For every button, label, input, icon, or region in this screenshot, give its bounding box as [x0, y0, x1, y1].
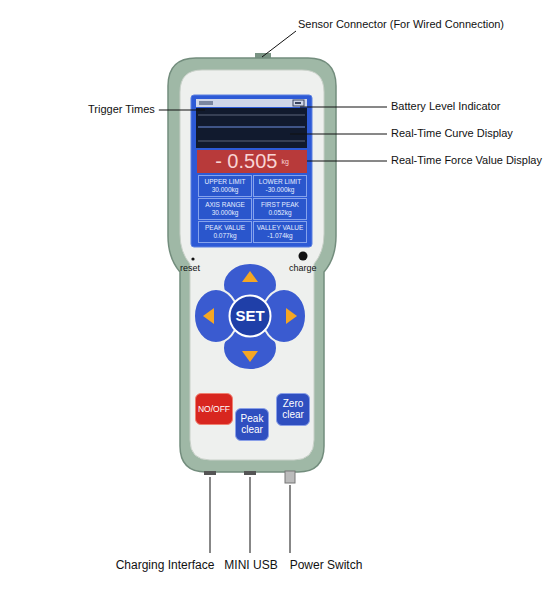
trigger-counter	[199, 101, 213, 105]
button-text: LOWER LIMIT	[259, 179, 301, 186]
curve-gridline	[198, 141, 305, 142]
button-text: PEAK VALUE	[205, 225, 245, 232]
curve-gridline	[198, 115, 305, 116]
device-face	[180, 70, 324, 460]
callout-label: MINI USB	[224, 559, 277, 573]
leader-line	[290, 485, 291, 553]
callout-label: Real-Time Force Value Display	[391, 154, 542, 167]
arrow-down	[242, 351, 258, 362]
button-text: Zero clear	[279, 399, 307, 420]
leader-line	[250, 477, 251, 553]
value-text: -1.074kg	[267, 233, 292, 240]
charge-led	[299, 252, 308, 261]
button-text: SET	[235, 308, 264, 324]
readout-cell: PEAK VALUE0.077kg	[198, 221, 252, 243]
arrow-left	[203, 308, 214, 324]
readout-cell: AXIS RANGE30.000kg	[198, 198, 252, 220]
button-text: VALLEY VALUE	[257, 225, 304, 232]
button-text: FIRST PEAK	[261, 202, 299, 209]
force-value-display: - 0.505 kg	[197, 150, 307, 173]
value-text: 30.000kg	[212, 210, 239, 217]
usb-port	[244, 471, 256, 475]
button-text: - 0.505	[215, 151, 277, 172]
button-text: UPPER LIMIT	[205, 179, 246, 186]
readout-cell: FIRST PEAK0.052kg	[253, 198, 307, 220]
indicator-label: charge	[289, 263, 317, 273]
leader-line	[210, 477, 211, 553]
zero-clear-button: Zero clear	[276, 393, 310, 426]
button-text: Peak clear	[238, 414, 266, 435]
value-text: 0.077kg	[213, 233, 236, 240]
callout-label: Sensor Connector (For Wired Connection)	[298, 18, 504, 31]
value-text: 0.052kg	[268, 210, 291, 217]
device-housing	[168, 58, 336, 472]
leader-line	[300, 161, 387, 162]
value-text: 30.000kg	[212, 187, 239, 194]
screen-frame	[191, 95, 312, 247]
callout-label: Charging Interface	[116, 559, 215, 573]
peak-clear-button: Peak clear	[235, 408, 269, 441]
status-bar	[196, 99, 307, 107]
charging-port	[204, 471, 216, 475]
button-text: NO/OFF	[198, 405, 230, 414]
callout-label: Trigger Times	[88, 103, 155, 116]
readout-cell: VALLEY VALUE-1.074kg	[253, 221, 307, 243]
arrow-up	[242, 271, 258, 282]
arrow-right	[286, 308, 297, 324]
indicator-label: reset	[180, 263, 200, 273]
power-switch	[285, 471, 295, 483]
callout-label: Real-Time Curve Display	[391, 127, 513, 140]
readout-cell: LOWER LIMIT-30.000kg	[253, 175, 307, 197]
leader-line	[159, 110, 205, 111]
reset-hole	[191, 257, 194, 260]
battery-level	[295, 102, 301, 104]
curve-area	[196, 108, 307, 148]
value-text: kg	[281, 158, 288, 165]
set-button: SET	[228, 294, 272, 338]
value-text: -30.000kg	[266, 187, 295, 194]
leader-line	[300, 107, 387, 108]
button-text: AXIS RANGE	[205, 202, 245, 209]
power-button: NO/OFF	[195, 393, 233, 425]
force-curve	[198, 127, 305, 128]
leader-line	[290, 134, 387, 135]
battery-icon	[293, 100, 304, 106]
leader-line	[262, 31, 296, 57]
readout-cell: UPPER LIMIT30.000kg	[198, 175, 252, 197]
callout-label: Power Switch	[290, 559, 363, 573]
callout-label: Battery Level Indicator	[391, 100, 500, 113]
set-circle	[230, 296, 271, 337]
